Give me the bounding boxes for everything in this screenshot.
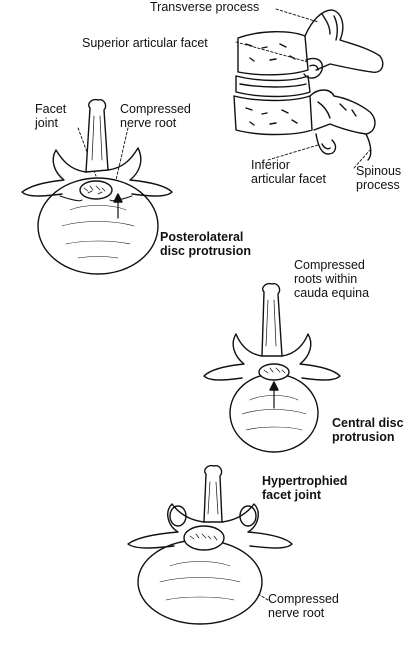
- label-central-disc-protrusion: Central disc protrusion: [332, 416, 404, 444]
- lateral-vertebrae-drawing: [233, 9, 384, 161]
- label-compressed-roots-cauda-equina: Compressed roots within cauda equina: [294, 258, 370, 300]
- axial-vertebra-hypertrophied: [127, 464, 293, 625]
- label-compressed-nerve-root-bottom: Compressed nerve root: [268, 592, 339, 620]
- axial-vertebra-central: [203, 282, 341, 453]
- label-hypertrophied-facet-joint: Hypertrophied facet joint: [262, 474, 348, 502]
- label-superior-articular-facet: Superior articular facet: [82, 36, 208, 50]
- axial-vertebra-posterolateral: [21, 98, 173, 275]
- leader-lines-top: [77, 8, 371, 601]
- label-inferior-articular-facet: Inferior articular facet: [251, 158, 327, 186]
- label-spinous-process: Spinous process: [356, 164, 402, 192]
- label-posterolateral-disc-protrusion: Posterolateral disc protrusion: [160, 230, 251, 258]
- label-transverse-process: Transverse process: [150, 0, 260, 14]
- label-facet-joint: Facet joint: [35, 102, 67, 130]
- label-compressed-nerve-root-top: Compressed nerve root: [120, 102, 191, 130]
